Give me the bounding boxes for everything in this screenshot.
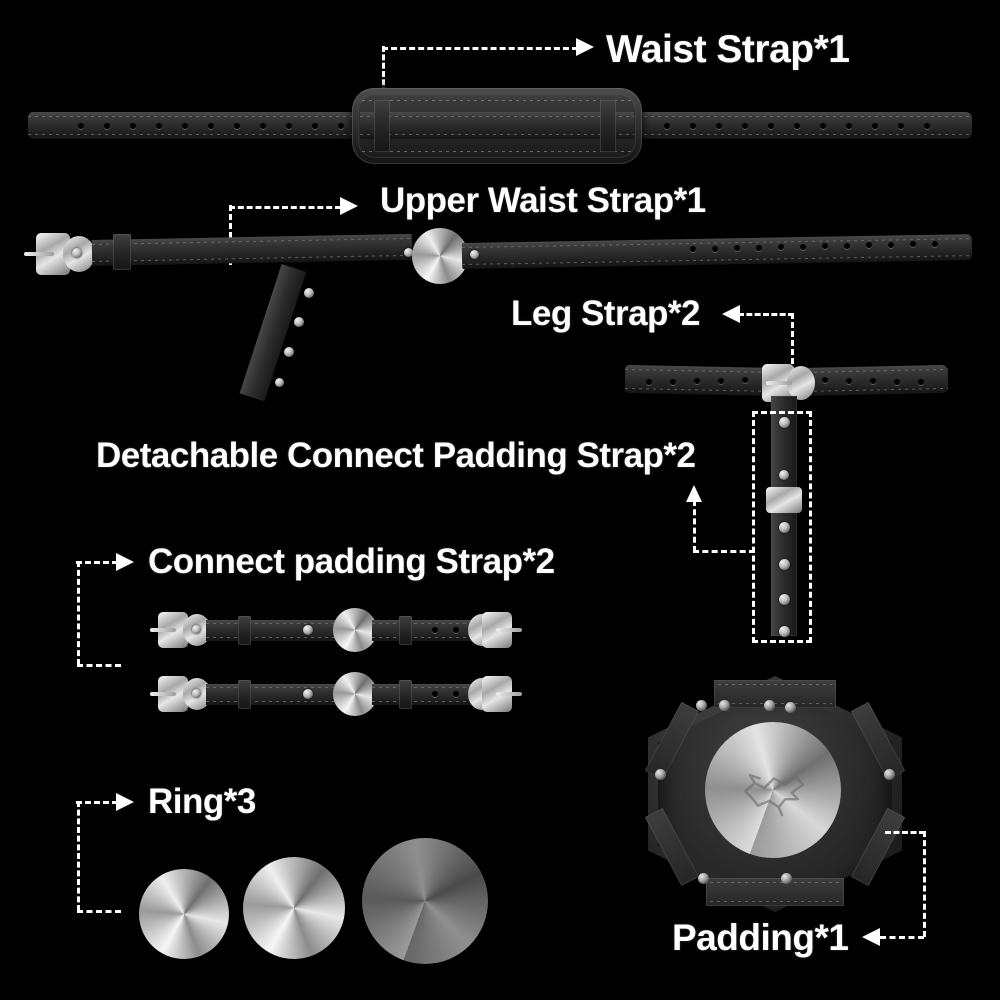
upper-waist-strap-descending-stud-2 <box>294 317 304 327</box>
upper-waist-strap-label: Upper Waist Strap*1 <box>380 181 706 220</box>
upper-waist-strap-leader-arrow <box>340 197 358 215</box>
upper-waist-strap-keeper <box>113 234 131 270</box>
leg-strap-connector-stud-3 <box>779 522 790 533</box>
waist-strap-keeper-right <box>600 100 616 152</box>
leg-strap-connector-stud-5 <box>779 594 790 605</box>
leg-strap-connector-stud-4 <box>779 559 790 570</box>
upper-waist-strap-stud-left <box>404 248 413 257</box>
padding-leader-arrow <box>862 928 880 946</box>
waist-strap-right-arm <box>630 112 972 139</box>
leg-strap-connector-stud-6 <box>779 626 790 637</box>
waist-strap-left-arm <box>28 112 368 139</box>
upper-waist-strap-descending-stud-3 <box>284 347 294 357</box>
padding-leader-top <box>885 831 925 834</box>
upper-waist-strap-descending-stud-1 <box>304 288 314 298</box>
padding-rivet-5 <box>655 769 666 780</box>
detachable-strap-highlight-box <box>752 411 812 643</box>
ring-leader-top <box>76 801 118 804</box>
leg-strap-buckle-roller <box>787 366 815 400</box>
upper-waist-strap-leader-vertical <box>229 205 232 265</box>
upper-waist-strap-buckle-stud <box>72 248 82 258</box>
waist-strap-label: Waist Strap*1 <box>606 28 850 71</box>
padding-rivet-1 <box>696 700 707 711</box>
padding-band-bottom <box>706 878 844 906</box>
leg-strap-leader-vertical <box>791 313 794 373</box>
padding-center-ring <box>705 722 841 858</box>
upper-waist-strap-stud-right <box>470 250 479 259</box>
connect-padding-strap-leader-top <box>76 561 118 564</box>
waist-strap-leader-arrow <box>576 38 594 56</box>
leg-strap-leader-horizontal <box>738 313 794 316</box>
detachable-connect-padding-strap-leader-arrow <box>686 485 702 502</box>
leg-strap-connector-stud-1 <box>779 417 790 428</box>
detachable-connect-padding-strap-label: Detachable Connect Padding Strap*2 <box>96 436 696 475</box>
ring-label: Ring*3 <box>148 782 256 821</box>
padding-label: Padding*1 <box>672 917 849 958</box>
detachable-connect-padding-strap-leader-vertical <box>693 500 696 552</box>
upper-waist-strap-leader-horizontal <box>229 206 341 209</box>
leg-strap-connector-stud-2 <box>779 470 789 480</box>
padding-hexagon <box>644 676 906 912</box>
ring-small <box>139 869 229 959</box>
padding-rivet-6 <box>884 769 895 780</box>
ring-leader-arrow <box>116 793 134 811</box>
waist-strap-leader-horizontal <box>382 47 578 50</box>
leg-strap-leader-arrow <box>722 305 740 323</box>
connect-padding-strap-label: Connect padding Strap*2 <box>148 542 555 581</box>
connect-padding-strap-leader-arrow <box>116 553 134 571</box>
leg-strap-buckle-pin <box>766 381 792 385</box>
upper-waist-strap-right-span <box>461 234 973 269</box>
ring-large <box>362 838 488 964</box>
padding-rivet-4 <box>785 702 796 713</box>
waist-strap-leader-vertical <box>382 46 385 102</box>
ring-leader-vertical <box>77 801 80 911</box>
connect-padding-strap-leader-bottom <box>77 664 121 667</box>
padding-leader-bottom <box>880 936 924 939</box>
upper-waist-strap-o-ring <box>412 228 468 284</box>
ring-medium <box>243 857 345 959</box>
padding-rivet-7 <box>698 873 709 884</box>
padding-rivet-3 <box>764 700 775 711</box>
leg-strap-slider-buckle <box>766 487 802 513</box>
padding-winged-creature-logo <box>744 774 804 817</box>
upper-waist-strap-left-span <box>91 233 413 266</box>
detachable-connect-padding-strap-leader-horizontal <box>693 550 755 553</box>
leg-strap-label: Leg Strap*2 <box>511 294 701 333</box>
padding-rivet-2 <box>719 700 730 711</box>
padding-band-top <box>714 680 836 708</box>
waist-strap-keeper-left <box>374 100 390 152</box>
padding-leader-vertical <box>923 831 926 937</box>
padding-rivet-8 <box>781 873 792 884</box>
waist-strap-center-span <box>360 112 634 139</box>
connect-padding-strap-leader-vertical <box>77 561 80 665</box>
ring-leader-bottom <box>77 910 121 913</box>
upper-waist-strap-buckle-pin <box>24 252 54 256</box>
upper-waist-strap-descending-strap <box>239 263 307 402</box>
upper-waist-strap-descending-stud-4 <box>275 378 284 387</box>
